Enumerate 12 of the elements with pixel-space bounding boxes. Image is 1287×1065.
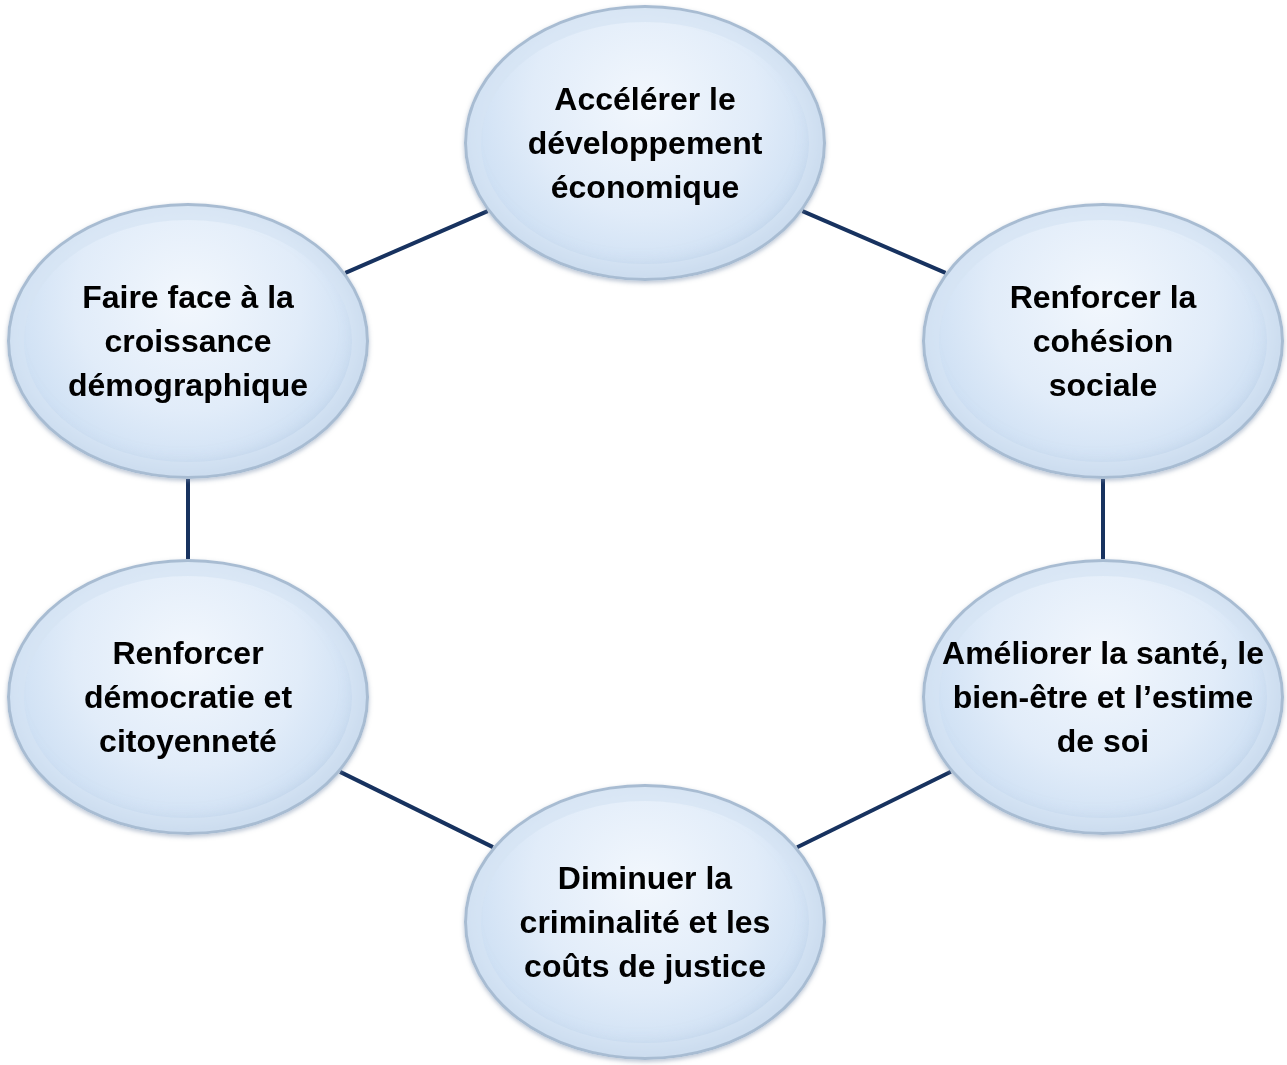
connector-line <box>344 209 489 275</box>
node-label: Diminuer la criminalité et les coûts de justice <box>518 859 772 986</box>
node-label: Renforcer démocratie et citoyenneté <box>82 634 294 761</box>
node-label: Faire face à la croissance démographique <box>67 278 309 405</box>
connector-line <box>796 769 952 850</box>
node-label: Améliorer la santé, le bien-être et l’estime de soi <box>941 634 1265 761</box>
connector-line <box>339 770 494 849</box>
node-label: Accélérer le développement économique <box>526 80 764 207</box>
node-label: Renforcer la cohésion sociale <box>1008 278 1198 405</box>
connector-line <box>186 479 190 559</box>
connector-line <box>801 209 947 275</box>
connector-line <box>1101 479 1105 559</box>
